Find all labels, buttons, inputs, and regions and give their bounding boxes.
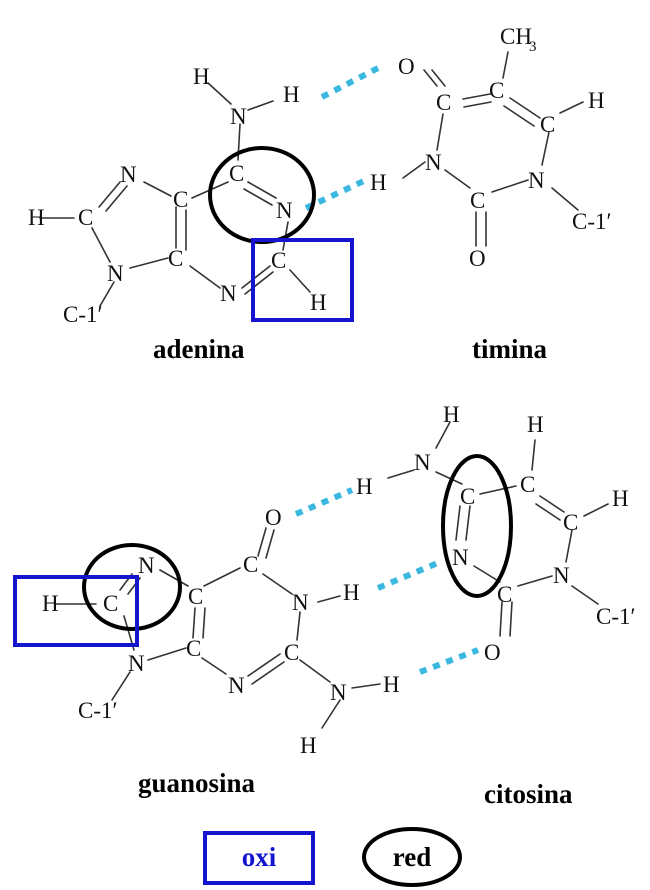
red-circle	[82, 543, 182, 631]
guanine-atoms: H C N C N C-1′ C N C O N H C N H H	[42, 505, 400, 758]
red-circle	[441, 454, 513, 598]
atom-c1-prime: C-1′	[572, 209, 612, 234]
atom-h: H	[343, 580, 360, 605]
label-timina: timina	[472, 334, 548, 364]
atom-c: C	[436, 90, 451, 115]
atom-n: N	[220, 281, 237, 306]
atom-h: H	[193, 64, 210, 89]
atom-h: H	[283, 82, 300, 107]
atom-h: H	[28, 205, 45, 230]
atom-c: C	[497, 582, 512, 607]
legend: oxi red	[203, 827, 462, 887]
atom-n: N	[425, 150, 442, 175]
atom-n: N	[292, 590, 309, 615]
atom-n: N	[553, 563, 570, 588]
atom-c: C	[563, 510, 578, 535]
atom-c: C	[168, 246, 183, 271]
label-citosina: citosina	[484, 779, 573, 809]
atom-h: H	[370, 170, 387, 195]
oxi-box	[251, 238, 354, 322]
atom-c: C	[284, 640, 299, 665]
atom-c: C	[188, 584, 203, 609]
atom-o: O	[484, 640, 501, 665]
atom-h: H	[42, 591, 59, 616]
atom-h: H	[527, 412, 544, 437]
atom-n: N	[452, 545, 469, 570]
atom-n: N	[414, 450, 431, 475]
atom-c: C	[78, 205, 93, 230]
atom-c1-prime: C-1′	[596, 604, 636, 629]
cytosine-bonds	[387, 421, 609, 637]
atom-n: N	[528, 168, 545, 193]
atom-c: C	[271, 248, 286, 273]
guanine-cytosine-pair: H C N C N C-1′ C N C O N H C N H H H N H…	[13, 402, 636, 809]
atom-n: N	[330, 680, 347, 705]
legend-red-label: red	[393, 842, 432, 872]
legend-red-circle	[362, 827, 462, 887]
atom-h: H	[443, 402, 460, 427]
atom-c: C	[243, 552, 258, 577]
atom-c1-prime: C-1′	[78, 698, 118, 723]
atom-h: H	[300, 733, 317, 758]
adenine-thymine-pair: H H N C N C N H C N C C-1′ N C H CH 3 C …	[28, 24, 612, 364]
label-adenina: adenina	[153, 334, 245, 364]
atom-c1-prime: C-1′	[63, 302, 103, 327]
hydrogen-bond	[294, 487, 354, 517]
atom-c: C	[186, 636, 201, 661]
hydrogen-bond	[418, 647, 480, 675]
hydrogen-bond	[304, 177, 368, 211]
guanine-bonds	[55, 527, 381, 729]
atom-h: H	[612, 486, 629, 511]
atom-c: C	[489, 78, 504, 103]
subscript-3: 3	[529, 39, 537, 55]
thymine-bonds	[402, 51, 584, 247]
atom-c: C	[103, 591, 118, 616]
atom-n: N	[120, 162, 137, 187]
adenine-atoms: H H N C N C N H C N C C-1′ N C H	[28, 64, 327, 327]
atom-h: H	[588, 88, 605, 113]
atom-n: N	[128, 651, 145, 676]
thymine-atoms: CH 3 C O C C H N H N C C-1′ O	[370, 24, 612, 271]
legend-oxi-label: oxi	[242, 842, 277, 872]
atom-o: O	[469, 246, 486, 271]
atom-o: O	[265, 505, 282, 530]
atom-ch3: CH	[500, 24, 532, 49]
atom-c: C	[460, 484, 475, 509]
atom-h: H	[310, 290, 327, 315]
oxi-box	[13, 575, 139, 647]
atom-h: H	[383, 672, 400, 697]
red-circle	[208, 146, 316, 244]
atom-c: C	[520, 472, 535, 497]
cytosine-atoms: H N H C N C H C H N C-1′ C O	[356, 402, 636, 665]
atom-n: N	[107, 261, 124, 286]
atom-c: C	[470, 188, 485, 213]
atom-c: C	[173, 187, 188, 212]
atom-n: N	[228, 673, 245, 698]
atom-n: N	[138, 553, 155, 578]
legend-oxi-box	[203, 831, 315, 885]
hydrogen-bond	[320, 63, 384, 100]
atom-n: N	[230, 104, 247, 129]
atom-n: N	[276, 198, 293, 223]
label-guanosina: guanosina	[138, 768, 256, 798]
atom-c: C	[540, 112, 555, 137]
atom-o: O	[398, 54, 415, 79]
atom-c: C	[229, 161, 244, 186]
hydrogen-bond	[376, 559, 442, 591]
atom-h: H	[356, 474, 373, 499]
